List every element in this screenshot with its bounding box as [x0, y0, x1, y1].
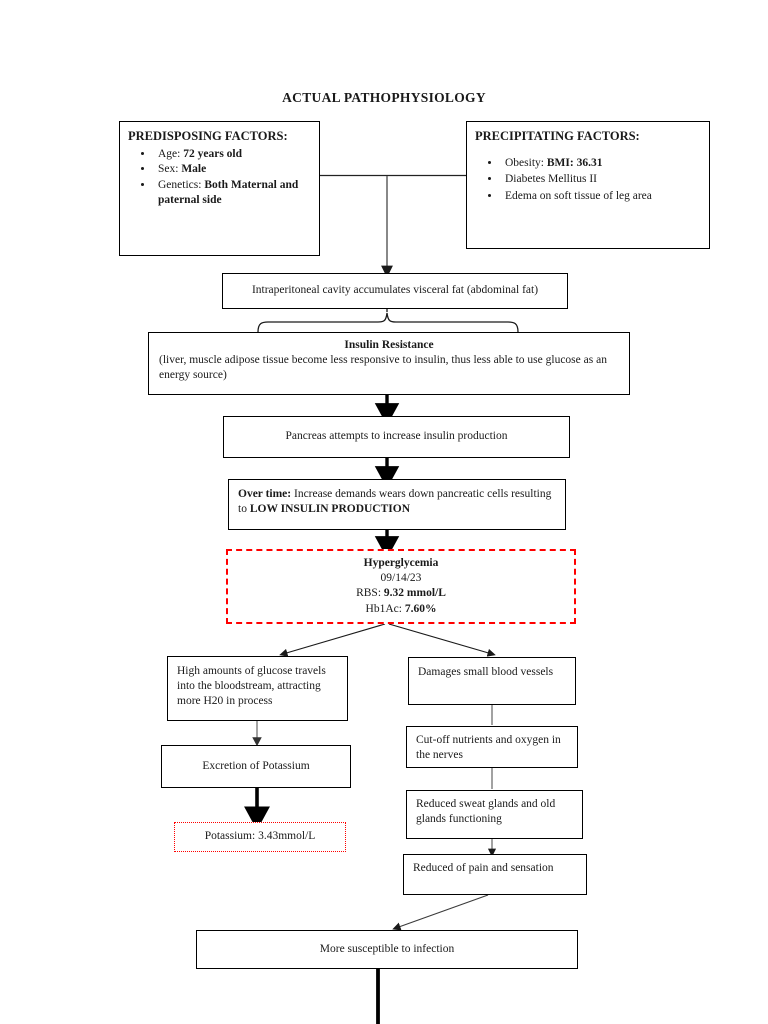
over-time-emphasis: LOW INSULIN PRODUCTION	[249, 503, 411, 516]
box-hyperglycemia: Hyperglycemia 09/14/23 RBS: 9.32 mmol/L …	[226, 549, 576, 624]
box-insulin-resistance: Insulin Resistance (liver, muscle adipos…	[148, 332, 630, 395]
list-item: Sex: Male	[154, 162, 311, 178]
predisposing-list: Age: 72 years old Sex: Male Genetics: Bo…	[128, 147, 311, 209]
predisposing-item-0-value: 72 years old	[183, 147, 243, 160]
potassium-value-text: Potassium: 3.43mmol/L	[204, 830, 316, 843]
glucose-bloodstream-text: High amounts of glucose travels into the…	[177, 665, 326, 708]
box-precipitating-factors: PRECIPITATING FACTORS: Obesity: BMI: 36.…	[466, 121, 710, 249]
box-reduced-sweat: Reduced sweat glands and old glands func…	[406, 790, 583, 839]
reduced-pain-text: Reduced of pain and sensation	[413, 862, 554, 874]
precipitating-item-2-label: Edema on soft tissue of leg area	[505, 189, 652, 202]
precipitating-item-0-label: Obesity:	[505, 156, 544, 169]
insulin-resistance-body: (liver, muscle adipose tissue become les…	[159, 354, 607, 382]
list-item: Genetics: Both Maternal and paternal sid…	[154, 178, 311, 209]
connector-pain-to-infection	[392, 894, 489, 931]
insulin-resistance-title: Insulin Resistance	[344, 339, 434, 351]
page-title: ACTUAL PATHOPHYSIOLOGY	[282, 90, 486, 105]
over-time-text: Over time: Increase demands wears down p…	[238, 488, 551, 515]
hba1c-value: 7.60%	[404, 602, 437, 615]
box-glucose-bloodstream: High amounts of glucose travels into the…	[167, 656, 348, 721]
box-damages-vessels: Damages small blood vessels	[408, 657, 576, 705]
precipitating-item-1-label: Diabetes Mellitus II	[505, 173, 597, 186]
box-potassium-value: Potassium: 3.43mmol/L	[174, 822, 346, 852]
list-item: Edema on soft tissue of leg area	[501, 188, 701, 205]
hyperglycemia-hba1c: Hb1Ac: 7.60%	[236, 602, 566, 617]
connector-hyper-to-vessels	[388, 623, 496, 657]
over-time-lead: Over time:	[238, 488, 292, 500]
list-item: Age: 72 years old	[154, 147, 311, 163]
box-pancreas-insulin: Pancreas attempts to increase insulin pr…	[223, 416, 570, 458]
cutoff-nutrients-text: Cut-off nutrients and oxygen in the nerv…	[416, 734, 561, 762]
hyperglycemia-date: 09/14/23	[380, 572, 422, 585]
susceptible-infection-text: More susceptible to infection	[319, 942, 455, 955]
predisposing-item-0-label: Age:	[158, 147, 181, 160]
hba1c-label: Hb1Ac:	[365, 602, 405, 615]
list-item: Obesity: BMI: 36.31	[501, 155, 701, 172]
box-excretion-potassium: Excretion of Potassium	[161, 745, 351, 788]
predisposing-item-2-value: Both Maternal and paternal side	[158, 178, 299, 207]
visceral-fat-text: Intraperitoneal cavity accumulates visce…	[251, 284, 539, 297]
excretion-potassium-text: Excretion of Potassium	[202, 759, 310, 772]
hyperglycemia-rbs: RBS: 9.32 mmol/L	[236, 586, 566, 601]
predisposing-heading: PREDISPOSING FACTORS:	[128, 129, 288, 143]
connector-hyper-to-glucose	[279, 623, 386, 657]
box-over-time: Over time: Increase demands wears down p…	[228, 479, 566, 530]
pancreas-text: Pancreas attempts to increase insulin pr…	[285, 430, 508, 443]
box-predisposing-factors: PREDISPOSING FACTORS: Age: 72 years old …	[119, 121, 320, 256]
list-item: Diabetes Mellitus II	[501, 171, 701, 188]
box-susceptible-infection: More susceptible to infection	[196, 930, 578, 969]
rbs-label: RBS:	[356, 587, 384, 600]
over-time-body: Increase demands wears down pancreatic c…	[238, 488, 552, 516]
predisposing-item-1-label: Sex:	[158, 163, 179, 176]
precipitating-heading: PRECIPITATING FACTORS:	[475, 129, 640, 143]
hyperglycemia-title: Hyperglycemia	[363, 557, 439, 569]
predisposing-item-1-value: Male	[181, 163, 207, 176]
connector-brace-insulin	[257, 312, 519, 333]
precipitating-item-0-value: BMI: 36.31	[546, 156, 603, 169]
box-reduced-pain: Reduced of pain and sensation	[403, 854, 587, 895]
box-cutoff-nutrients: Cut-off nutrients and oxygen in the nerv…	[406, 726, 578, 768]
reduced-sweat-text: Reduced sweat glands and old glands func…	[416, 798, 556, 826]
box-visceral-fat: Intraperitoneal cavity accumulates visce…	[222, 273, 568, 309]
predisposing-item-2-label: Genetics:	[158, 178, 202, 191]
damages-vessels-text: Damages small blood vessels	[418, 666, 554, 678]
rbs-value: 9.32 mmol/L	[383, 587, 446, 600]
precipitating-list: Obesity: BMI: 36.31 Diabetes Mellitus II…	[475, 147, 701, 205]
